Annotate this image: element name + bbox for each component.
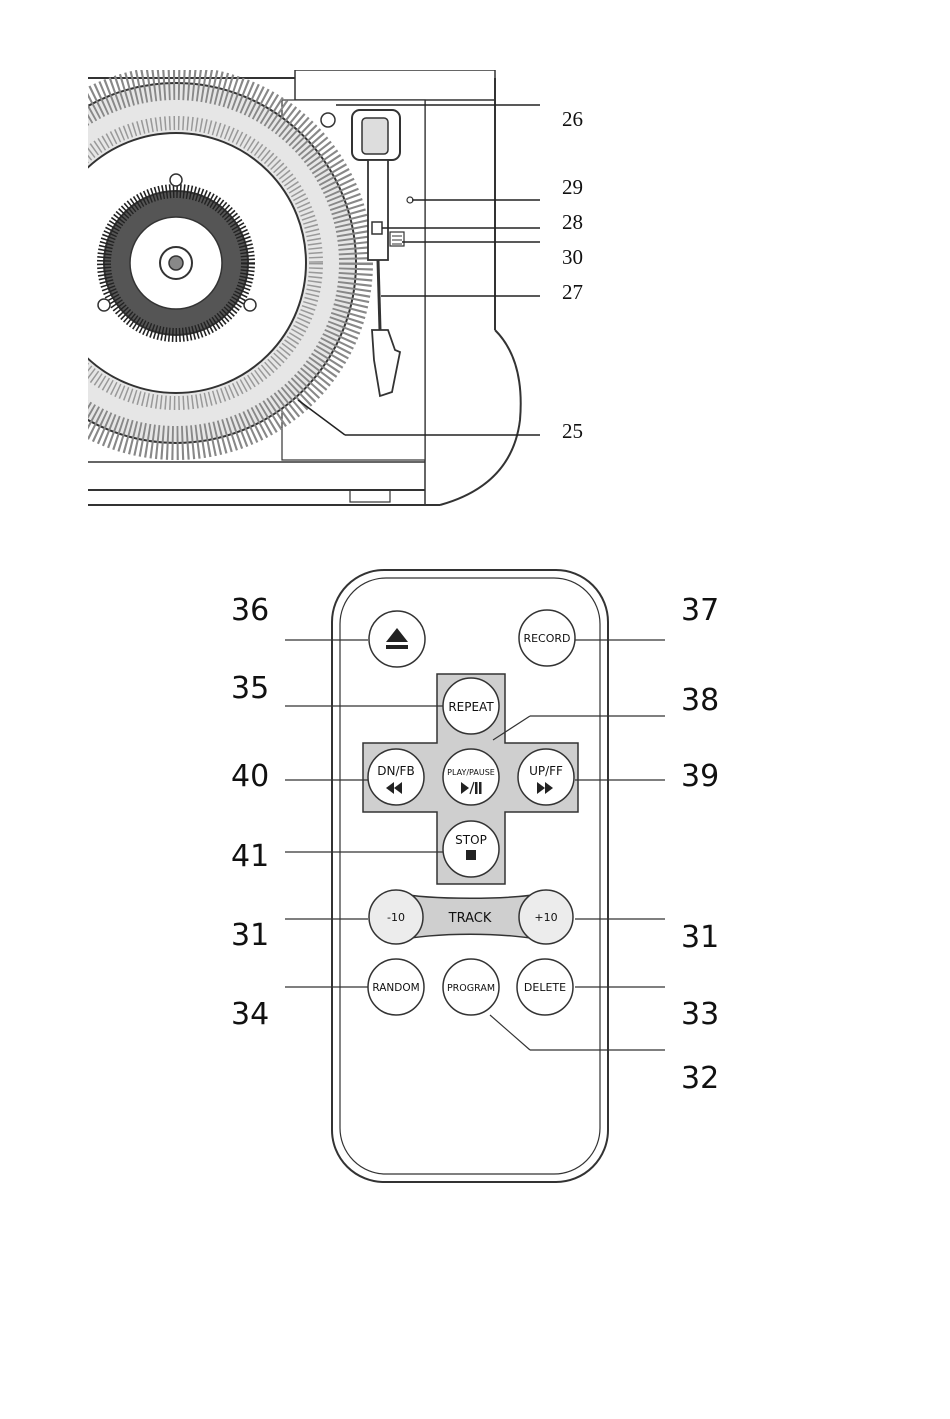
arm-lift-lever: [372, 222, 382, 234]
counterweight-inner: [362, 118, 388, 154]
arm-housing-top: [295, 70, 495, 100]
record-button[interactable]: RECORD: [519, 610, 575, 666]
callout-30: 30: [562, 245, 583, 269]
callout-33: 33: [681, 997, 719, 1032]
callout-36: 36: [231, 593, 269, 628]
minus-10-button[interactable]: -10: [369, 890, 423, 944]
callout-28: 28: [562, 210, 583, 234]
plus-10-label: +10: [534, 911, 557, 924]
callout-27: 27: [562, 280, 583, 304]
cabinet-curve: [440, 330, 521, 505]
turntable-diagram: 26 29 28 30 27 25: [0, 0, 950, 520]
minus-10-label: -10: [387, 911, 405, 924]
remote-control-diagram: RECORD REPEAT DN/FB PLAY/PAUSE: [0, 550, 950, 1210]
delete-label: DELETE: [524, 981, 566, 994]
platter-hole-top: [170, 174, 182, 186]
callout-26: 26: [562, 107, 583, 131]
track-label: TRACK: [448, 911, 492, 926]
callout-25: 25: [562, 419, 583, 443]
record-label: RECORD: [523, 632, 570, 645]
plus-10-button[interactable]: +10: [519, 890, 573, 944]
repeat-button[interactable]: REPEAT: [443, 678, 499, 734]
stop-label: STOP: [455, 833, 487, 847]
front-knob: [350, 490, 390, 502]
callout-38: 38: [681, 683, 719, 718]
program-label: PROGRAM: [447, 983, 495, 994]
repeat-label: REPEAT: [448, 700, 494, 714]
callout-39: 39: [681, 759, 719, 794]
callout-37: 37: [681, 593, 719, 628]
dn-fb-button[interactable]: DN/FB: [368, 749, 424, 805]
stop-icon: [466, 850, 476, 860]
callout-31-left: 31: [231, 918, 269, 953]
up-ff-label: UP/FF: [529, 764, 563, 778]
program-button[interactable]: PROGRAM: [443, 959, 499, 1015]
tonearm-tube: [378, 260, 380, 330]
delete-button[interactable]: DELETE: [517, 959, 573, 1015]
callout-35: 35: [231, 671, 269, 706]
play-pause-label: PLAY/PAUSE: [447, 768, 495, 777]
up-ff-button[interactable]: UP/FF: [518, 749, 574, 805]
eject-button[interactable]: [369, 611, 425, 667]
play-pause-button[interactable]: PLAY/PAUSE: [443, 749, 499, 805]
callout-32: 32: [681, 1061, 719, 1096]
random-label: RANDOM: [372, 982, 419, 994]
spindle: [169, 256, 183, 270]
stop-button[interactable]: STOP: [443, 821, 499, 877]
callout-41: 41: [231, 839, 269, 874]
random-button[interactable]: RANDOM: [368, 959, 424, 1015]
callout-31-right: 31: [681, 920, 719, 955]
tonearm-base: [368, 160, 388, 260]
platter-hole-left: [98, 299, 110, 311]
callout-34: 34: [231, 997, 269, 1032]
dn-fb-label: DN/FB: [377, 764, 414, 778]
callout-29: 29: [562, 175, 583, 199]
callout-40: 40: [231, 759, 269, 794]
platter-hole-right: [244, 299, 256, 311]
